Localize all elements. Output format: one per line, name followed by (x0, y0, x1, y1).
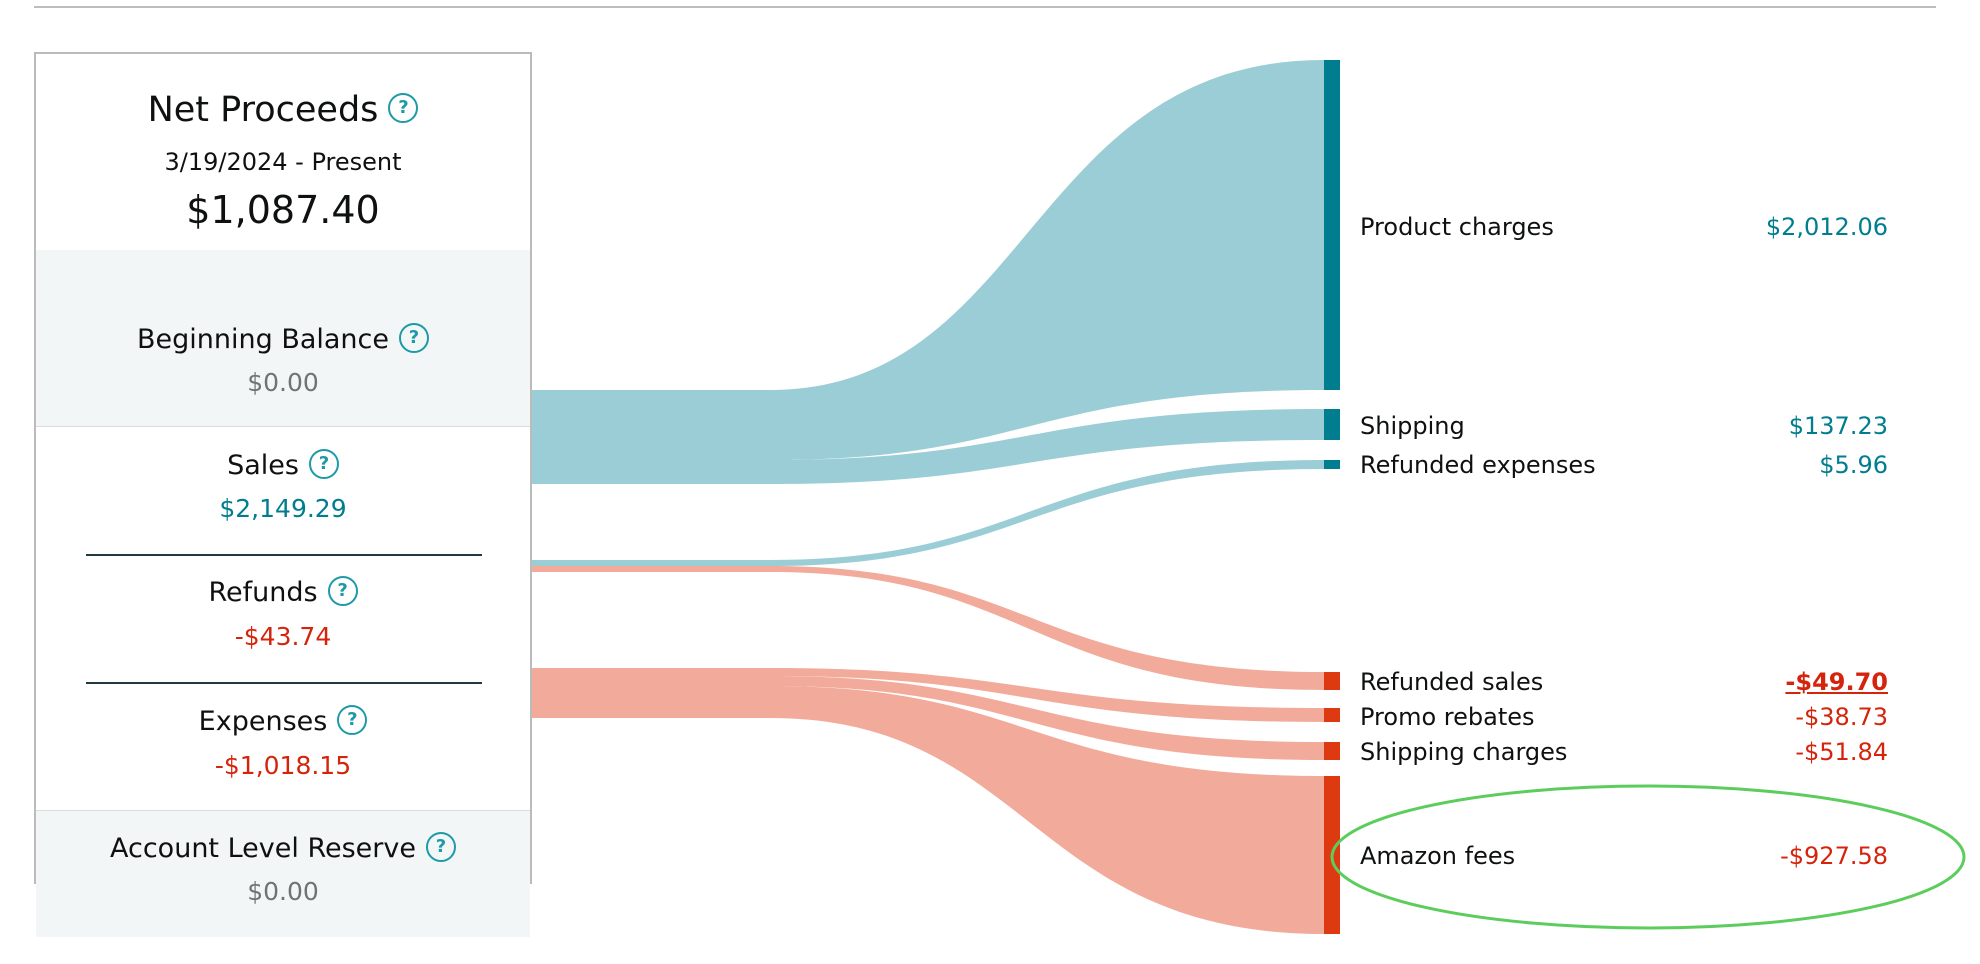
expenses-value: -$1,018.15 (214, 751, 352, 780)
beginning-balance-value: $0.00 (247, 368, 319, 397)
account-reserve-help-icon[interactable]: ? (425, 831, 456, 862)
flow-amazon-fees (532, 686, 1324, 934)
beginning-balance-help-icon[interactable]: ? (399, 322, 430, 353)
breakdown-label-amazon-fees: Amazon fees (1360, 842, 1516, 870)
breakdown-label-shipping: Shipping (1360, 412, 1465, 440)
flow-promo-rebates (532, 668, 1324, 722)
beginning-balance-label: Beginning Balance (136, 324, 390, 355)
node-shipping-charges (1324, 742, 1340, 760)
flow-shipping-charges (532, 676, 1324, 760)
breakdown-label-refunded-expenses: Refunded expenses (1360, 451, 1596, 479)
node-shipping (1324, 409, 1340, 440)
breakdown-label-refunded-sales: Refunded sales (1360, 668, 1544, 696)
sales-section: Sales? $2,149.29 (36, 427, 530, 555)
node-product-charges (1324, 60, 1340, 390)
breakdown-label-product-charges: Product charges (1360, 213, 1554, 241)
refunds-label: Refunds (208, 577, 318, 608)
breakdown-value-shipping: $137.23 (1788, 412, 1888, 440)
breakdown-value-refunded-sales-link[interactable]: -$49.70 (1785, 668, 1888, 696)
sales-value: $2,149.29 (219, 494, 347, 523)
proceeds-summary-card: Net Proceeds? 3/19/2024 - Present $1,087… (34, 52, 532, 937)
node-refunded-sales (1324, 672, 1340, 690)
expenses-label: Expenses (198, 706, 328, 737)
account-reserve-section: Account Level Reserve? $0.00 (36, 810, 530, 937)
refunds-heading: Refunds? (36, 575, 530, 611)
breakdown-value-product-charges: $2,012.06 (1765, 213, 1888, 241)
sales-heading: Sales? (36, 448, 530, 484)
highlight-ellipse (1330, 784, 1966, 930)
sales-label: Sales (227, 450, 299, 481)
net-proceeds-amount: $1,087.40 (186, 188, 380, 232)
breakdown-value-shipping-charges: -$51.84 (1795, 738, 1888, 766)
expenses-heading: Expenses? (36, 704, 530, 740)
flow-product-charges (532, 60, 1324, 460)
expenses-section: Expenses? -$1,018.15 (36, 683, 530, 810)
breakdown-value-amazon-fees: -$927.58 (1780, 842, 1888, 870)
sales-help-icon[interactable]: ? (308, 448, 339, 479)
top-divider (34, 6, 1936, 8)
flow-shipping (532, 409, 1324, 484)
net-proceeds-help-icon[interactable]: ? (388, 93, 419, 123)
refunds-help-icon[interactable]: ? (327, 575, 358, 606)
net-proceeds-label: Net Proceeds (147, 90, 379, 130)
flow-refunded-expenses (532, 460, 1324, 566)
breakdown-value-refunded-expenses: $5.96 (1819, 451, 1888, 479)
beginning-balance-section: Beginning Balance? $0.00 (36, 250, 530, 427)
breakdown-value-promo-rebates: -$38.73 (1795, 703, 1888, 731)
divider (86, 682, 482, 684)
refunds-section: Refunds? -$43.74 (36, 555, 530, 683)
refunds-value: -$43.74 (234, 622, 332, 651)
date-range: 3/19/2024 - Present (164, 148, 402, 176)
breakdown-label-promo-rebates: Promo rebates (1360, 703, 1535, 731)
divider (86, 554, 482, 556)
net-proceeds-section: Net Proceeds? 3/19/2024 - Present $1,087… (36, 54, 530, 250)
account-reserve-heading: Account Level Reserve? (36, 831, 530, 867)
node-refunded-expenses (1324, 460, 1340, 469)
breakdown-label-shipping-charges: Shipping charges (1360, 738, 1568, 766)
net-proceeds-heading: Net Proceeds? (36, 88, 530, 132)
account-reserve-value: $0.00 (247, 877, 319, 906)
beginning-balance-heading: Beginning Balance? (36, 322, 530, 358)
account-reserve-label: Account Level Reserve (110, 833, 416, 864)
flow-refunded-sales (532, 566, 1324, 690)
expenses-help-icon[interactable]: ? (337, 704, 368, 735)
node-promo-rebates (1324, 708, 1340, 722)
